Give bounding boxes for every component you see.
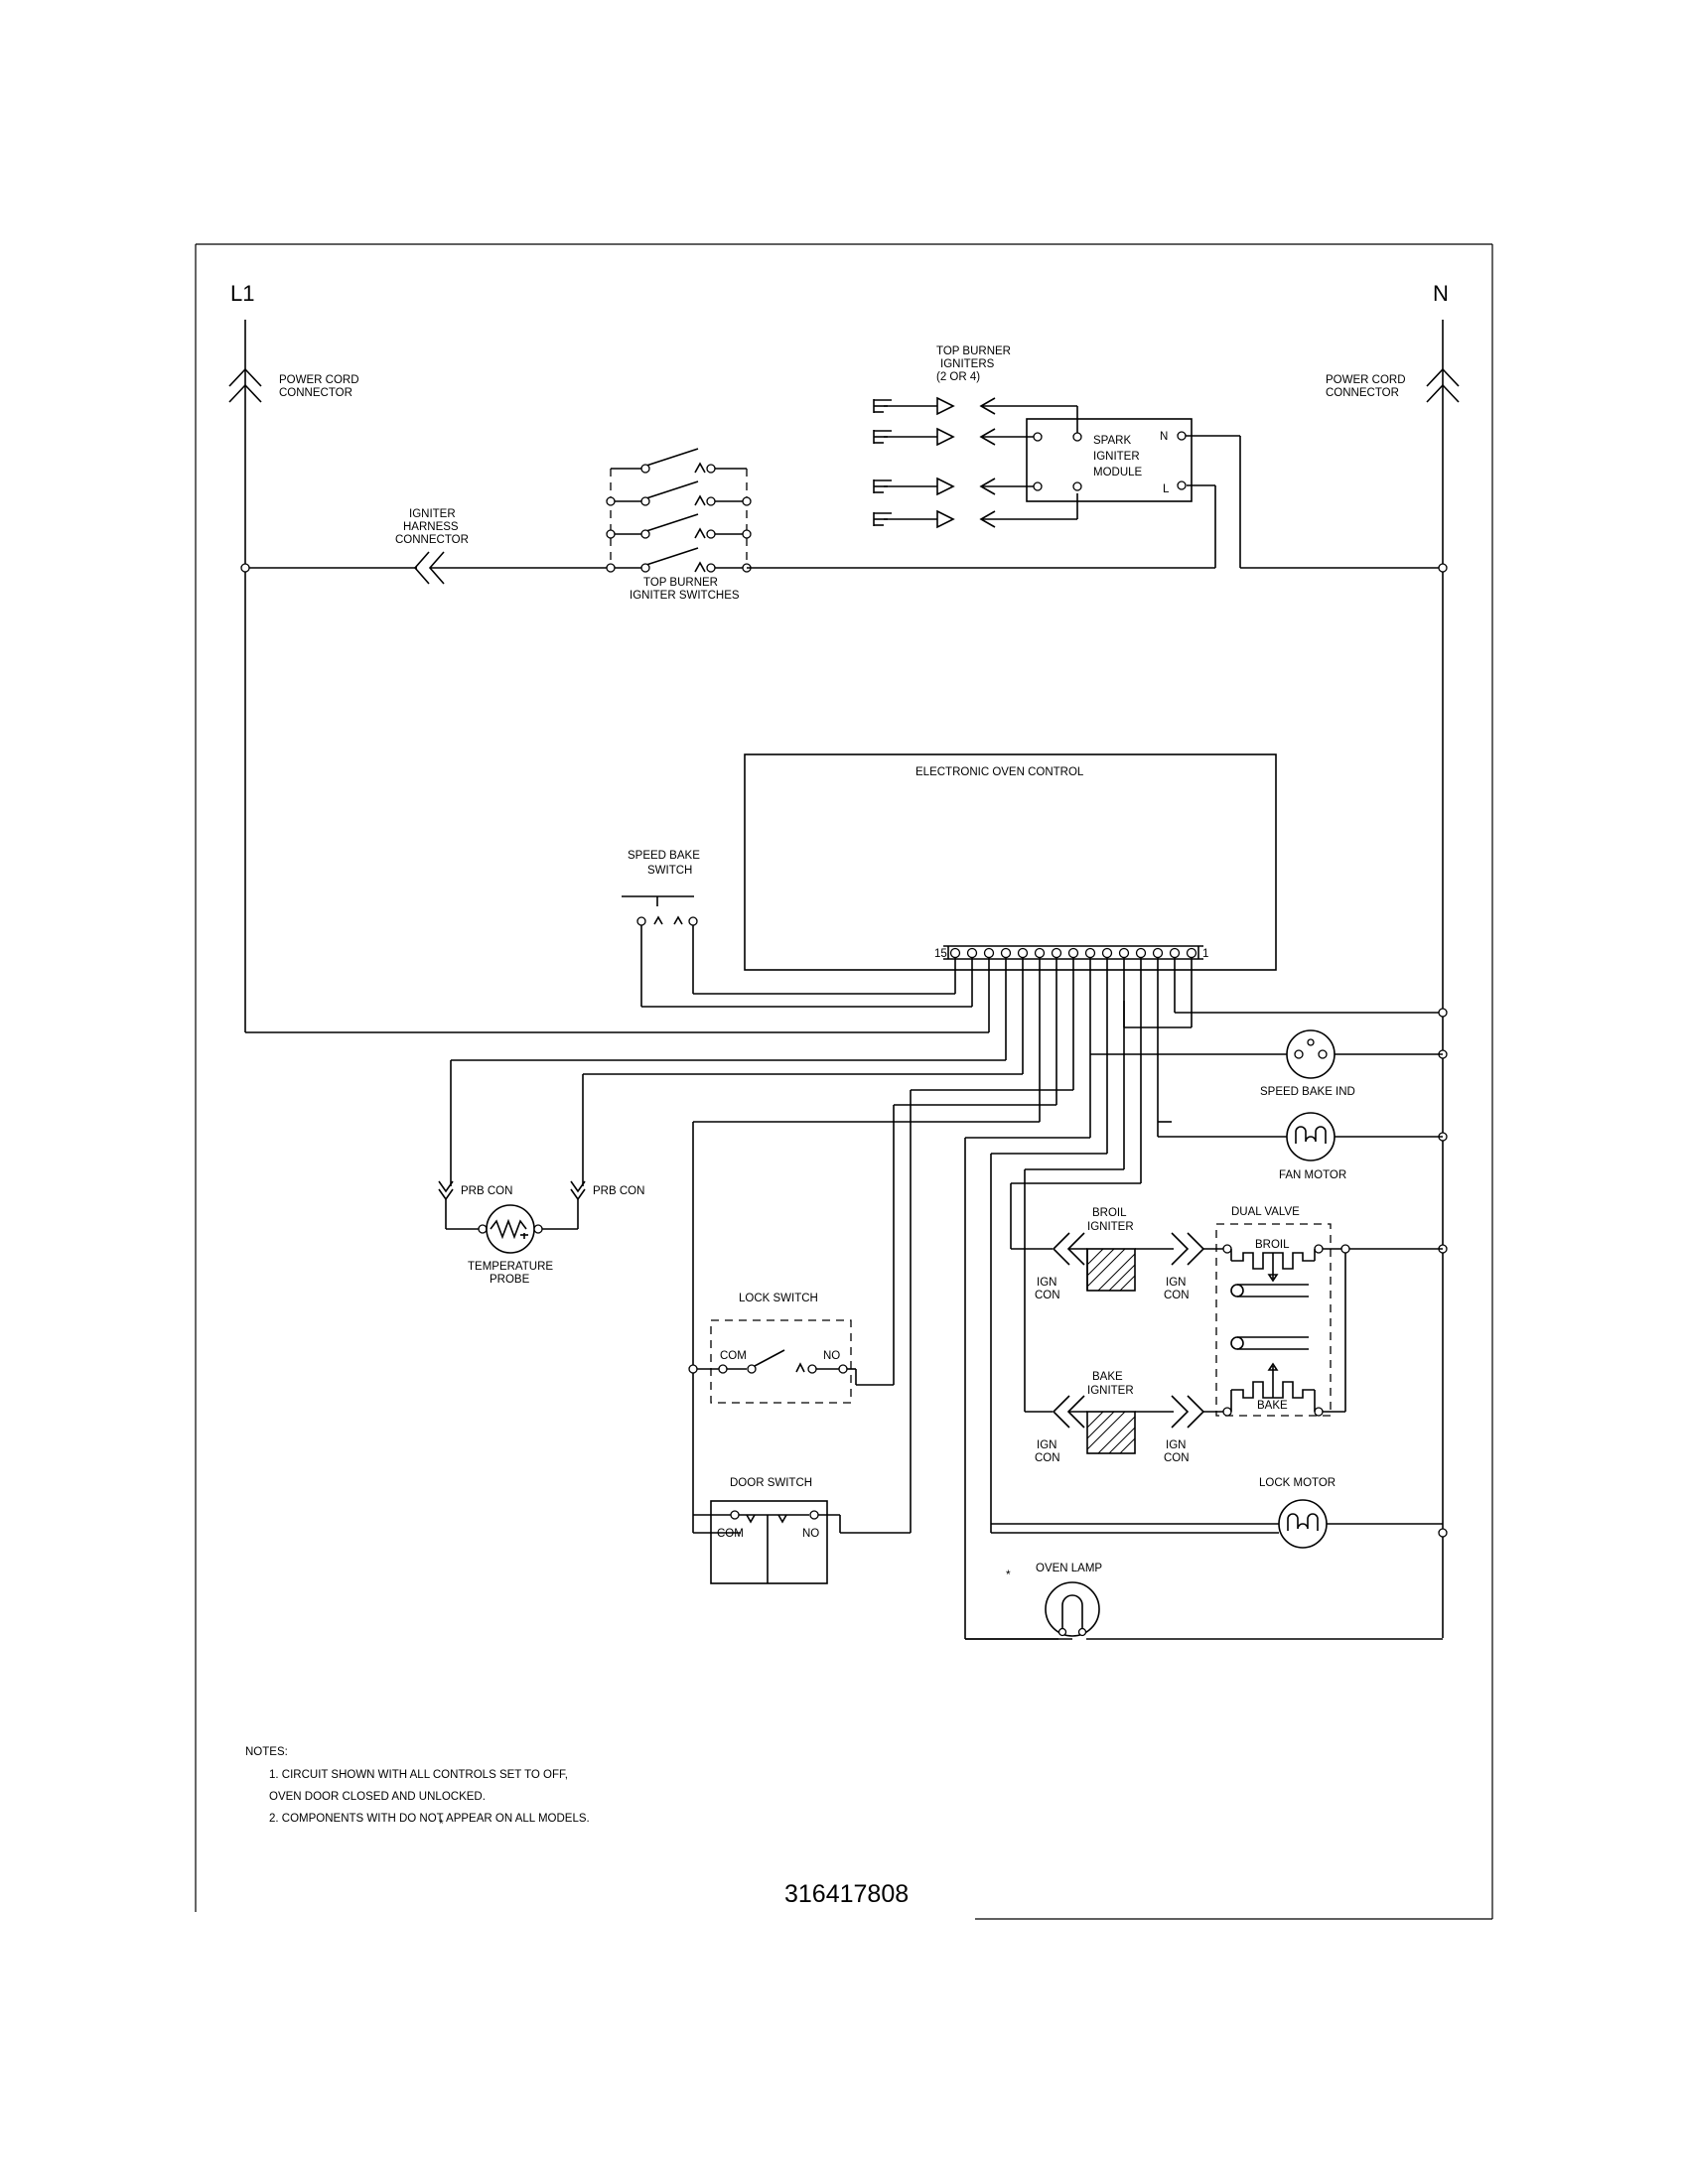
igniter-harness-label-1: IGNITER — [409, 508, 456, 520]
lock-motor-label: LOCK MOTOR — [1259, 1477, 1336, 1489]
electronic-oven-control: ELECTRONIC OVEN CONTROL 15 1 — [744, 753, 1277, 971]
n-label: N — [1433, 281, 1449, 306]
note-line-2: OVEN DOOR CLOSED AND UNLOCKED. — [269, 1791, 486, 1803]
note-line-3: 2. COMPONENTS WITH DO NOT APPEAR ON ALL … — [269, 1813, 590, 1825]
top-burner-igniter-4 — [873, 493, 1078, 529]
part-number: 316417808 — [784, 1880, 909, 1908]
top-burner-igniter-switches: TOP BURNER IGNITER SWITCHES — [606, 448, 752, 602]
electronic-control-label: ELECTRONIC OVEN CONTROL — [915, 766, 1084, 778]
dual-valve-label: DUAL VALVE — [1231, 1206, 1300, 1218]
broil-igniter-label-1: BROIL — [1092, 1207, 1127, 1219]
prb-con-right-label: PRB CON — [593, 1185, 644, 1197]
lock-switch: LOCK SWITCH COM NO — [688, 1293, 857, 1404]
lock-switch-com-label: COM — [720, 1350, 747, 1362]
temperature-probe: PRB CON PRB CON TEMPERATURE PROBE — [438, 1180, 644, 1286]
spark-module-label-3: MODULE — [1093, 467, 1143, 478]
power-cord-left-label-2: CONNECTOR — [279, 387, 352, 399]
oven-lamp: * OVEN LAMP — [965, 1563, 1443, 1640]
spark-module-label-1: SPARK — [1093, 435, 1131, 447]
ign-con-label-3b: CON — [1035, 1452, 1060, 1464]
bake-igniter-label-2: IGNITER — [1087, 1385, 1134, 1397]
top-burner-igniter-2 — [873, 427, 1038, 447]
bake-igniter-label-1: BAKE — [1092, 1371, 1123, 1383]
ign-con-label-3a: IGN — [1037, 1439, 1056, 1451]
top-burner-igniter-1 — [873, 396, 1078, 434]
dual-valve: DUAL VALVE BROIL BAKE — [1215, 1206, 1443, 1417]
control-terminals — [949, 947, 1197, 959]
note-line-1: 1. CIRCUIT SHOWN WITH ALL CONTROLS SET T… — [269, 1769, 568, 1781]
bake-igniter: BAKE IGNITER IGN CON IGN CON — [1035, 1371, 1223, 1464]
igniter-switch-3 — [611, 513, 747, 539]
module-n-label: N — [1160, 431, 1168, 443]
ign-con-label-1b: CON — [1035, 1290, 1060, 1301]
igniter-harness-label-2: HARNESS — [403, 521, 459, 533]
notes: NOTES: 1. CIRCUIT SHOWN WITH ALL CONTROL… — [245, 1746, 590, 1831]
top-burner-igniters-label-2: IGNITERS — [940, 358, 995, 370]
broil-label: BROIL — [1255, 1239, 1290, 1251]
spark-igniter-module: SPARK IGNITER MODULE N L — [1026, 418, 1193, 502]
prb-con-left-label: PRB CON — [461, 1185, 512, 1197]
top-burner-igniters-label-1: TOP BURNER — [936, 345, 1011, 357]
l1-label: L1 — [230, 281, 254, 306]
door-switch-label: DOOR SWITCH — [730, 1477, 812, 1489]
notes-title: NOTES: — [245, 1746, 288, 1758]
asterisk-icon: * — [1006, 1568, 1011, 1581]
top-burner-igniter-3 — [873, 477, 1038, 496]
fan-motor-label: FAN MOTOR — [1279, 1169, 1346, 1181]
top-burner-switches-label-1: TOP BURNER — [643, 577, 718, 589]
oven-lamp-label: OVEN LAMP — [1036, 1563, 1102, 1574]
door-switch: DOOR SWITCH COM NO — [693, 1477, 841, 1584]
power-rails: L1 N POWER CORD CONNECTOR POWER CORD CON… — [228, 281, 1460, 1638]
speed-bake-switch: SPEED BAKE SWITCH — [622, 850, 973, 1008]
lock-switch-no-label: NO — [823, 1350, 840, 1362]
power-cord-left-label-1: POWER CORD — [279, 374, 359, 386]
pin-15-label: 15 — [934, 948, 947, 960]
pin-1-label: 1 — [1202, 948, 1208, 960]
power-cord-right-label-1: POWER CORD — [1326, 374, 1406, 386]
ign-con-label-1a: IGN — [1037, 1277, 1056, 1289]
note-asterisk-icon: * — [439, 1817, 444, 1831]
igniter-switch-2 — [611, 480, 747, 506]
spark-module-label-2: IGNITER — [1093, 451, 1140, 463]
lock-switch-label: LOCK SWITCH — [739, 1293, 818, 1304]
speed-bake-switch-label-1: SPEED BAKE — [628, 850, 700, 862]
control-harness-wires — [245, 957, 1448, 1640]
bake-label: BAKE — [1257, 1400, 1288, 1412]
fan-motor: FAN MOTOR — [1157, 1112, 1443, 1181]
top-burner-circuit: IGNITER HARNESS CONNECTOR — [240, 345, 1448, 602]
power-cord-right-label-2: CONNECTOR — [1326, 387, 1399, 399]
igniter-harness-label-3: CONNECTOR — [395, 534, 469, 546]
broil-igniter: BROIL IGNITER IGN CON IGN CON — [1035, 1207, 1223, 1301]
broil-igniter-label-2: IGNITER — [1087, 1221, 1134, 1233]
ign-con-label-4a: IGN — [1166, 1439, 1186, 1451]
top-burner-switches-label-2: IGNITER SWITCHES — [630, 590, 740, 602]
igniter-switch-1 — [611, 448, 747, 474]
lock-motor: LOCK MOTOR — [991, 1477, 1443, 1549]
door-switch-no-label: NO — [802, 1528, 819, 1540]
diagram-frame — [195, 243, 1493, 1920]
igniter-switch-4 — [611, 547, 747, 573]
temperature-probe-label-1: TEMPERATURE — [468, 1261, 553, 1273]
ign-con-label-2b: CON — [1164, 1290, 1190, 1301]
speed-bake-ind-label: SPEED BAKE IND — [1260, 1086, 1355, 1098]
temperature-probe-label-2: PROBE — [490, 1274, 530, 1286]
ign-con-label-4b: CON — [1164, 1452, 1190, 1464]
top-burner-igniters-label-3: (2 OR 4) — [936, 371, 980, 383]
module-l-label: L — [1163, 483, 1170, 495]
ign-con-label-2a: IGN — [1166, 1277, 1186, 1289]
speed-bake-switch-label-2: SWITCH — [647, 865, 692, 877]
speed-bake-indicator: SPEED BAKE IND — [1260, 1029, 1443, 1098]
door-switch-com-label: COM — [717, 1528, 744, 1540]
